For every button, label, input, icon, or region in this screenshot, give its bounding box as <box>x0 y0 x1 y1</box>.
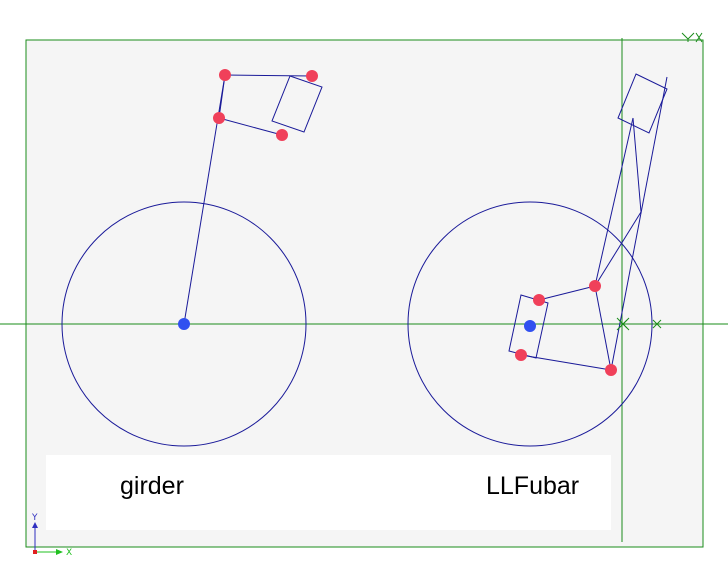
girder-headtube <box>271 75 323 133</box>
llfubar-strut-d <box>594 211 642 287</box>
llfubar-strut-c <box>632 117 642 213</box>
llfubar-link-lower <box>520 354 612 371</box>
girder-label: girder <box>120 472 184 500</box>
girder-link-bottom <box>218 117 283 136</box>
girder-wheel <box>61 201 307 447</box>
llfubar-link-upper <box>538 285 596 301</box>
pivot-point <box>219 69 231 81</box>
label-box <box>46 455 611 530</box>
pivot-point <box>533 294 545 306</box>
pivot-point <box>589 280 601 292</box>
origin-marker-icon <box>616 317 662 331</box>
girder-pivots[interactable] <box>178 69 318 330</box>
axle-point <box>524 320 536 332</box>
llfubar-headtube <box>617 73 668 134</box>
pivot-point <box>515 349 527 361</box>
girder-link-top <box>224 74 313 77</box>
llfubar-strut-a <box>594 117 634 287</box>
girder-link-left <box>218 74 226 119</box>
llfubar-label: LLFubar <box>486 472 579 500</box>
llfubar-pivots[interactable] <box>515 280 617 376</box>
axle-point <box>178 318 190 330</box>
axis-triad-icon: Y X <box>31 513 72 558</box>
corner-marker-icon <box>681 32 703 43</box>
llfubar-link-side <box>594 285 612 371</box>
pivot-point <box>213 112 225 124</box>
pivot-point <box>276 129 288 141</box>
axis-y-label: Y <box>31 513 38 523</box>
pivot-point <box>605 364 617 376</box>
axis-x-label: X <box>66 548 72 558</box>
pivot-point <box>306 70 318 82</box>
